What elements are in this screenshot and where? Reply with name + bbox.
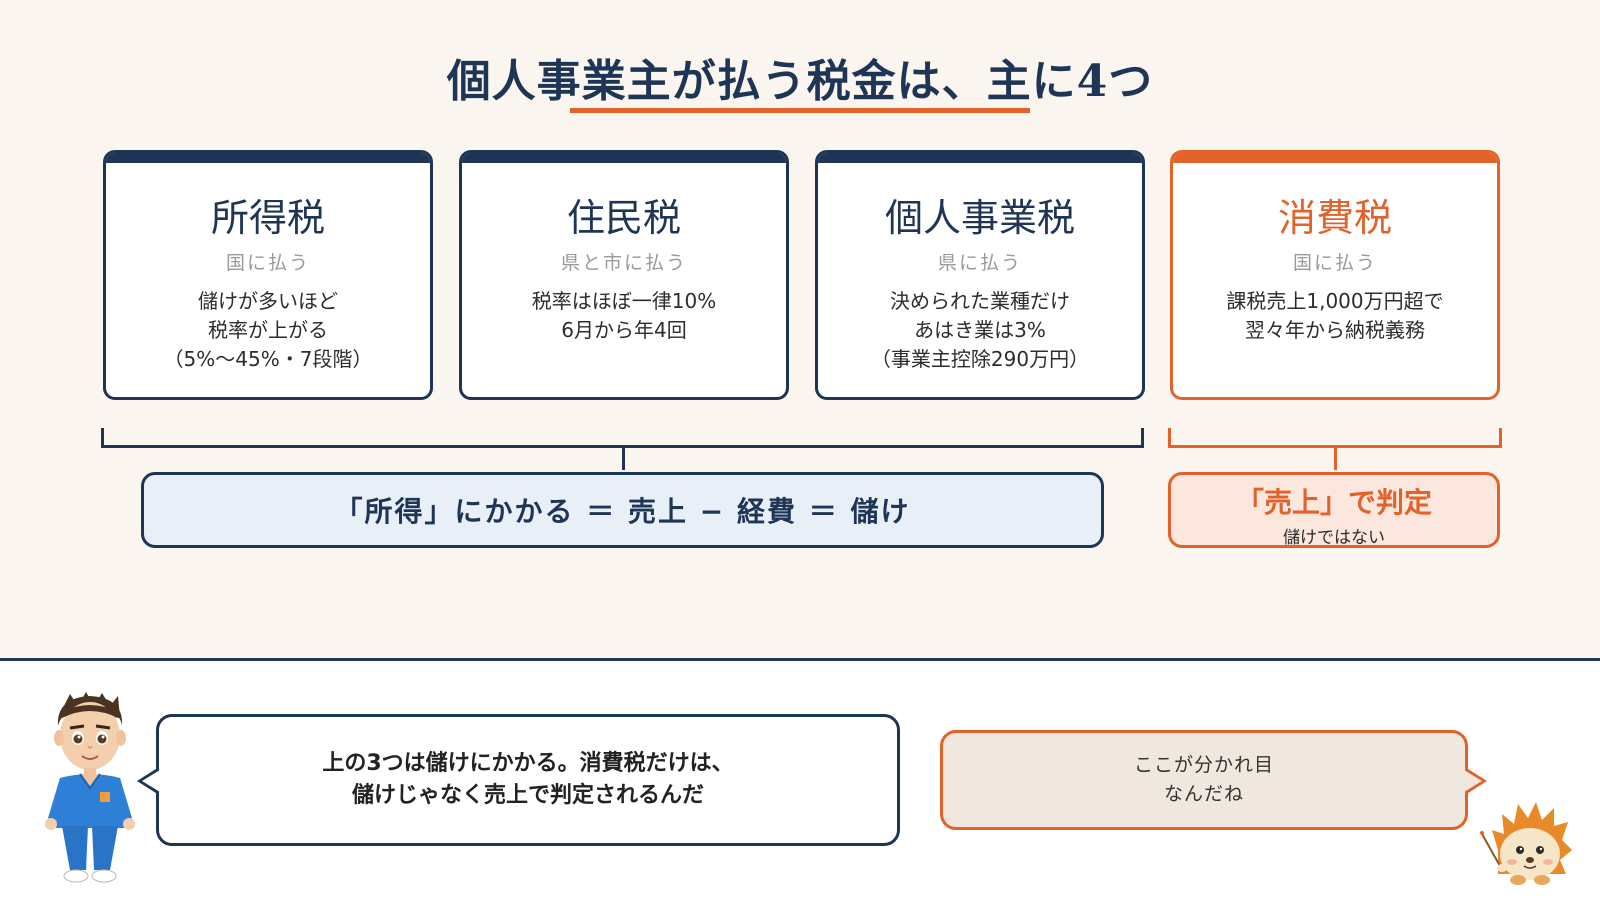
sales-judge-main: 「売上」で判定: [1235, 486, 1432, 519]
speech-line: なんだね: [1163, 783, 1244, 805]
sales-judge-box: 「売上」で判定 儲けではない: [1168, 472, 1500, 548]
income-formula: 「所得」にかかる ＝ 売上 − 経費 ＝ 儲け: [334, 495, 911, 528]
card-payer: 国に払う: [1292, 252, 1377, 274]
card-desc-line: 翌々年から納税義務: [1245, 318, 1425, 342]
sales-judge-sub: 儲けではない: [1283, 528, 1385, 548]
card-desc-line: あはき業は3%: [914, 318, 1046, 342]
speech-bubble-left: 上の3つは儲けにかかる。消費税だけは、 儲けじゃなく売上で判定されるんだ: [137, 714, 900, 846]
card-desc-line: 課税売上1,000万円超で: [1226, 289, 1444, 313]
card-desc-line: （5%〜45%・7段階）: [163, 347, 373, 371]
card-title: 個人事業税: [884, 196, 1075, 240]
card-description: 課税売上1,000万円超で 翌々年から納税義務: [1173, 287, 1497, 345]
man-in-scrubs-avatar: [45, 692, 135, 883]
card-title: 所得税: [210, 196, 325, 240]
speech-line: 上の3つは儲けにかかる。消費税だけは、: [322, 751, 734, 776]
card-consumption-tax: 消費税 国に払う 課税売上1,000万円超で 翌々年から納税義務: [1170, 150, 1500, 400]
card-description: 決められた業種だけ あはき業は3% （事業主控除290万円）: [818, 287, 1142, 374]
card-business-tax: 個人事業税 県に払う 決められた業種だけ あはき業は3% （事業主控除290万円…: [815, 150, 1145, 400]
hedgehog-character: [1480, 802, 1572, 885]
card-payer: 県に払う: [937, 252, 1022, 274]
sales-bracket-stem: [1334, 446, 1337, 470]
card-description: 儲けが多いほど 税率が上がる （5%〜45%・7段階）: [106, 287, 430, 374]
income-bracket: [101, 428, 1144, 448]
card-title: 消費税: [1277, 196, 1392, 240]
income-bracket-stem: [622, 446, 625, 470]
card-desc-line: （事業主控除290万円）: [870, 347, 1090, 371]
card-desc-line: 決められた業種だけ: [890, 289, 1070, 313]
title-underline: [570, 108, 1030, 113]
card-desc-line: 6月から年4回: [561, 318, 687, 342]
card-desc-line: 税率はほぼ一律10%: [531, 289, 717, 313]
speech-bubble-right: ここが分かれ目 なんだね: [940, 730, 1487, 830]
card-desc-line: 税率が上がる: [208, 318, 328, 342]
card-title: 住民税: [566, 196, 681, 240]
sales-bracket: [1168, 428, 1502, 448]
card-description: 税率はほぼ一律10% 6月から年4回: [462, 287, 786, 345]
card-payer: 県と市に払う: [560, 252, 687, 274]
speech-line: ここが分かれ目: [1133, 754, 1274, 776]
card-income-tax: 所得税 国に払う 儲けが多いほど 税率が上がる （5%〜45%・7段階）: [103, 150, 433, 400]
speech-line: 儲けじゃなく売上で判定されるんだ: [351, 783, 704, 808]
card-resident-tax: 住民税 県と市に払う 税率はほぼ一律10% 6月から年4回: [459, 150, 789, 400]
income-formula-box: 「所得」にかかる ＝ 売上 − 経費 ＝ 儲け: [141, 472, 1104, 548]
card-desc-line: 儲けが多いほど: [198, 289, 338, 313]
card-payer: 国に払う: [225, 252, 310, 274]
page-title: 個人事業主が払う税金は、主に4つ: [446, 56, 1154, 107]
